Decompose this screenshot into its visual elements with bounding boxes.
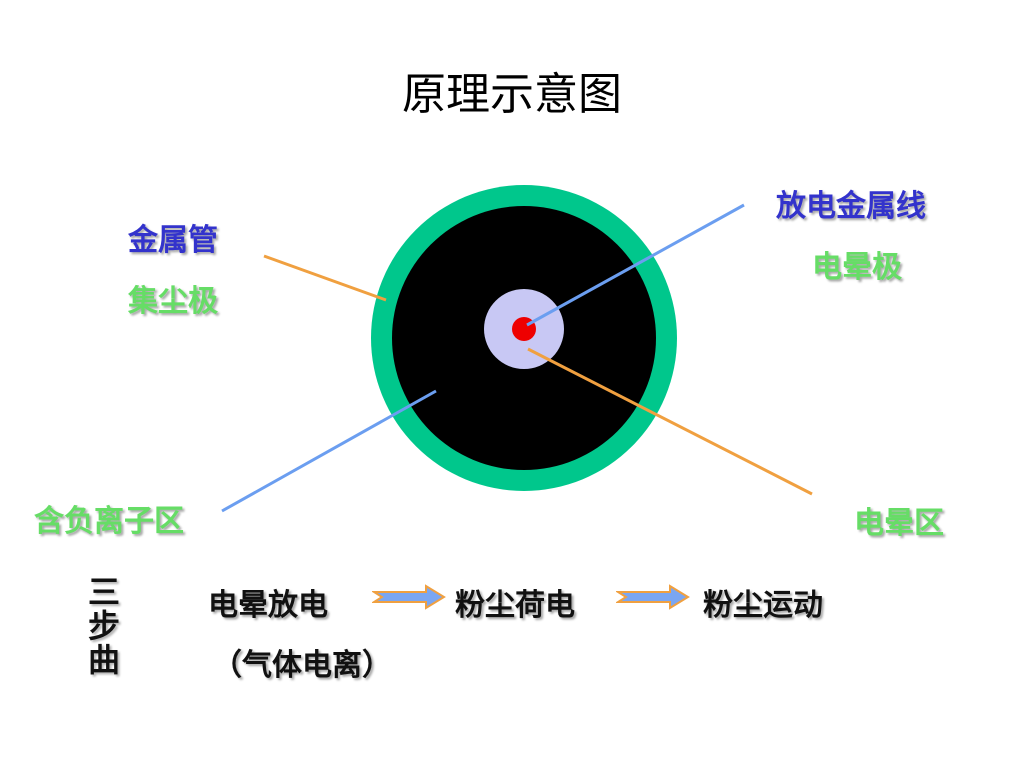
step-corona-discharge: 电晕放电 <box>208 588 328 623</box>
label-dust-collector: 集尘极 <box>128 284 218 319</box>
right-arrow-icon <box>616 584 690 610</box>
step-gas-ionization-note: （气体电离） <box>212 648 392 683</box>
step-dust-movement: 粉尘运动 <box>703 588 823 623</box>
label-discharge-wire: 放电金属线 <box>776 189 926 224</box>
three-steps-vertical-label: 三 步 曲 <box>88 575 128 677</box>
step-dust-charging: 粉尘荷电 <box>455 588 575 623</box>
leader-line-corona-zone <box>527 347 813 496</box>
label-corona-pole: 电晕极 <box>812 250 902 285</box>
vertical-char: 曲 <box>88 641 121 679</box>
label-metal-tube: 金属管 <box>128 223 218 258</box>
label-corona-zone: 电晕区 <box>854 506 944 541</box>
leader-line-negative-ion-zone <box>221 389 437 513</box>
page-title: 原理示意图 <box>402 69 622 120</box>
vertical-char: 三 <box>88 573 121 611</box>
leader-line-metal-tube <box>263 254 387 302</box>
leader-line-discharge-wire <box>526 203 745 327</box>
right-arrow-icon <box>372 584 446 610</box>
vertical-char: 步 <box>88 607 121 645</box>
label-negative-ion-zone: 含负离子区 <box>34 504 184 539</box>
